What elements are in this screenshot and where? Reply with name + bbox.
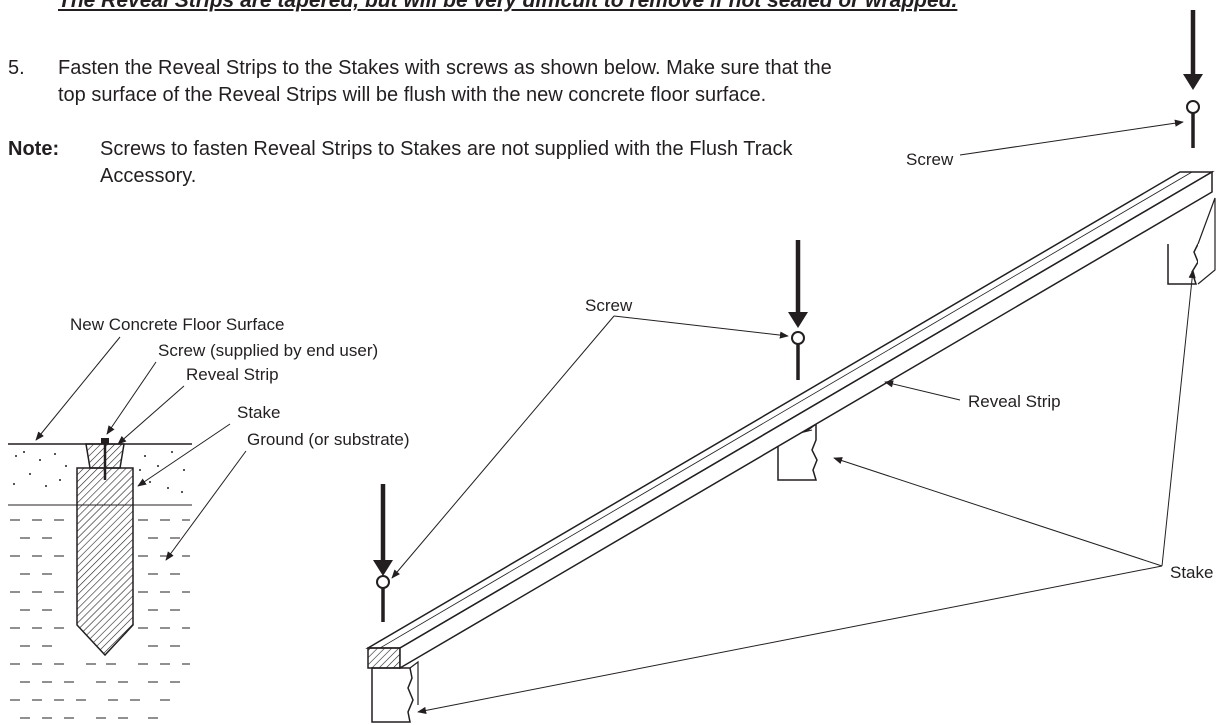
screw-icon [373, 484, 393, 622]
label-screw-supplied: Screw (supplied by end user) [158, 341, 378, 360]
step-number: 5. [8, 57, 25, 79]
isometric-view: Screw Screw Reveal Strip Stake [365, 10, 1216, 723]
step-text: Fasten the Reveal Strips to the Stakes w… [58, 57, 832, 106]
note-text: Screws to fasten Reveal Strips to Stakes… [100, 138, 793, 187]
label-stake: Stake [1170, 563, 1213, 582]
note-label: Note: [8, 138, 60, 160]
cross-section: New Concrete Floor Surface Screw (suppli… [8, 315, 410, 719]
label-new-concrete-floor: New Concrete Floor Surface [70, 315, 284, 334]
label-reveal-strip: Reveal Strip [968, 392, 1061, 411]
warning-text: The Reveal Strips are tapered, but will … [58, 0, 958, 12]
screw-icon [1183, 10, 1203, 148]
label-stake-section: Stake [237, 403, 280, 422]
label-ground: Ground (or substrate) [247, 430, 410, 449]
label-screw-top: Screw [906, 150, 954, 169]
label-reveal-strip-section: Reveal Strip [186, 365, 279, 384]
screw-icon [788, 240, 808, 380]
label-screw-middle: Screw [585, 296, 633, 315]
